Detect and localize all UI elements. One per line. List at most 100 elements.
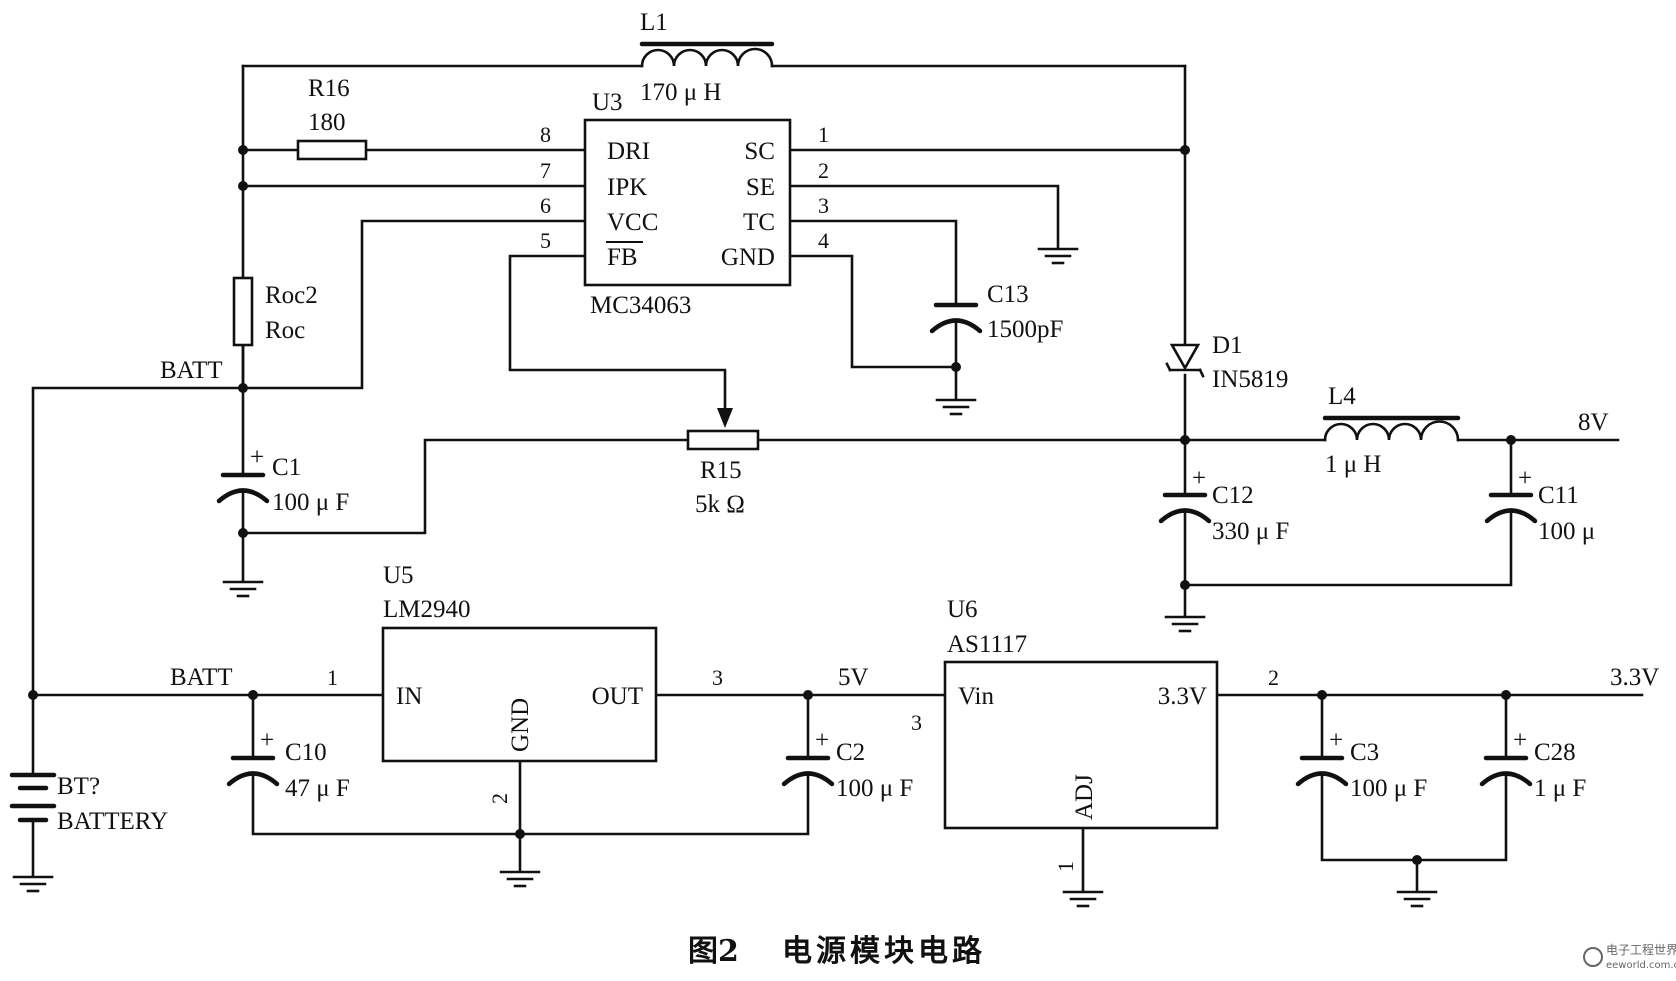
potentiometer-r15: R15 5k Ω [686, 408, 760, 518]
resistor-r16: R16 180 [296, 75, 368, 161]
capacitor-c3: + C3 100 μ F [1295, 727, 1427, 802]
r15-value: 5k Ω [695, 491, 745, 518]
u6-ref: U6 [947, 596, 978, 623]
net-label-batt: BATT [160, 357, 223, 384]
u3-pin-num: 5 [540, 228, 551, 253]
polarity-mark: + [1513, 727, 1527, 754]
u3-pin-name: SC [744, 138, 775, 165]
u3-pin-name: GND [721, 244, 775, 271]
u3-pin-num: 6 [540, 193, 551, 218]
u3-pin-num: 7 [540, 158, 551, 183]
capacitor-c11: + C11 100 μ [1484, 465, 1595, 545]
caption-figure-number: 图2 [688, 934, 739, 969]
u3-pin-name: FB [607, 244, 638, 271]
u5-pin-in: IN [396, 683, 422, 710]
u6-pin-adj: ADJ [1071, 774, 1098, 820]
watermark-logo: 电子工程世界 eeworld.com.cn [1583, 942, 1676, 971]
l4-value: 1 μ H [1325, 451, 1381, 478]
u3-pin-num: 4 [818, 228, 829, 253]
u6-pin-num: 3 [911, 710, 922, 735]
u6-pin-num: 2 [1268, 665, 1279, 690]
capacitor-c10: + C10 47 μ F [226, 727, 350, 802]
u3-pin-num: 1 [818, 122, 829, 147]
ground-icon [1062, 890, 1104, 908]
c2-ref: C2 [836, 739, 865, 766]
capacitor-c28: + C28 1 μ F [1479, 727, 1586, 802]
ic-u6: U6 AS1117 Vin 3.3V ADJ 3 2 1 [911, 596, 1279, 872]
resistor-roc: Roc2 Roc [232, 276, 318, 347]
net-label-8v: 8V [1578, 409, 1609, 436]
ground-icon [1164, 615, 1206, 633]
u5-pin-num: 2 [487, 793, 512, 804]
roc-value: Roc [265, 317, 305, 344]
u6-pin-num: 1 [1053, 861, 1078, 872]
ic-u3: U3 MC34063 8 7 6 5 DRI IPK VCC FB 1 2 3 … [540, 89, 829, 319]
u6-part: AS1117 [947, 631, 1027, 658]
u3-pin-name: DRI [607, 138, 650, 165]
c13-ref: C13 [987, 281, 1029, 308]
u5-pin-out: OUT [592, 683, 643, 710]
polarity-mark: + [260, 727, 274, 754]
u3-pin-name: SE [746, 174, 775, 201]
inductor-l1: L1 170 μ H [639, 9, 775, 106]
c28-ref: C28 [1534, 739, 1576, 766]
u3-pin-name: TC [743, 209, 775, 236]
c11-ref: C11 [1538, 482, 1579, 509]
ground-icon [935, 398, 977, 416]
net-label-5v: 5V [838, 664, 869, 691]
c3-ref: C3 [1350, 739, 1379, 766]
inductor-l4: L4 1 μ H [1322, 383, 1461, 478]
l4-ref: L4 [1328, 383, 1356, 410]
ground-icon [222, 580, 264, 598]
c3-value: 100 μ F [1350, 775, 1427, 802]
figure-caption: 图2 电源模块电路 [688, 934, 986, 969]
net-label-batt: BATT [170, 664, 233, 691]
ground-icon [12, 875, 54, 893]
capacitor-c1: + C1 100 μ F [216, 444, 349, 516]
c12-ref: C12 [1212, 482, 1254, 509]
bt-value: BATTERY [57, 808, 168, 835]
ground-icon [499, 870, 541, 888]
capacitor-c12: + C12 330 μ F [1158, 465, 1289, 545]
bt-ref: BT? [57, 773, 100, 800]
u3-part: MC34063 [590, 292, 691, 319]
c28-value: 1 μ F [1534, 775, 1586, 802]
ic-u5: U5 LM2940 IN OUT GND 1 2 3 [327, 562, 723, 804]
eeworld-logo-icon [1583, 947, 1603, 967]
watermark-url: eeworld.com.cn [1606, 960, 1676, 971]
diode-d1: D1 IN5819 [1165, 332, 1288, 393]
wires [31, 64, 1644, 892]
u5-ref: U5 [383, 562, 414, 589]
u3-pin-name: VCC [607, 209, 658, 236]
c11-value: 100 μ [1538, 518, 1595, 545]
r15-ref: R15 [700, 457, 742, 484]
c12-value: 330 μ F [1212, 518, 1289, 545]
l1-ref: L1 [640, 9, 668, 36]
roc-ref: Roc2 [265, 282, 318, 309]
caption-title: 电源模块电路 [782, 934, 986, 969]
polarity-mark: + [1329, 727, 1343, 754]
c13-value: 1500pF [987, 316, 1063, 343]
capacitor-c13: C13 1500pF [929, 281, 1063, 343]
polarity-mark: + [250, 444, 264, 471]
c1-ref: C1 [272, 454, 301, 481]
c10-ref: C10 [285, 739, 327, 766]
capacitor-c2: + C2 100 μ F [781, 727, 913, 802]
l1-value: 170 μ H [640, 79, 721, 106]
u5-part: LM2940 [383, 596, 471, 623]
r16-ref: R16 [308, 75, 350, 102]
u3-ref: U3 [592, 89, 623, 116]
c10-value: 47 μ F [285, 775, 350, 802]
ground-symbols [12, 247, 1438, 908]
u6-pin-in: Vin [958, 683, 994, 710]
u3-pin-num: 2 [818, 158, 829, 183]
ground-icon [1037, 247, 1079, 265]
d1-value: IN5819 [1212, 366, 1288, 393]
u3-pin-num: 3 [818, 193, 829, 218]
u3-pin-num: 8 [540, 122, 551, 147]
polarity-mark: + [1518, 465, 1532, 492]
polarity-mark: + [815, 727, 829, 754]
net-label-3v3: 3.3V [1610, 664, 1659, 691]
d1-ref: D1 [1212, 332, 1243, 359]
ground-icon [1396, 890, 1438, 908]
